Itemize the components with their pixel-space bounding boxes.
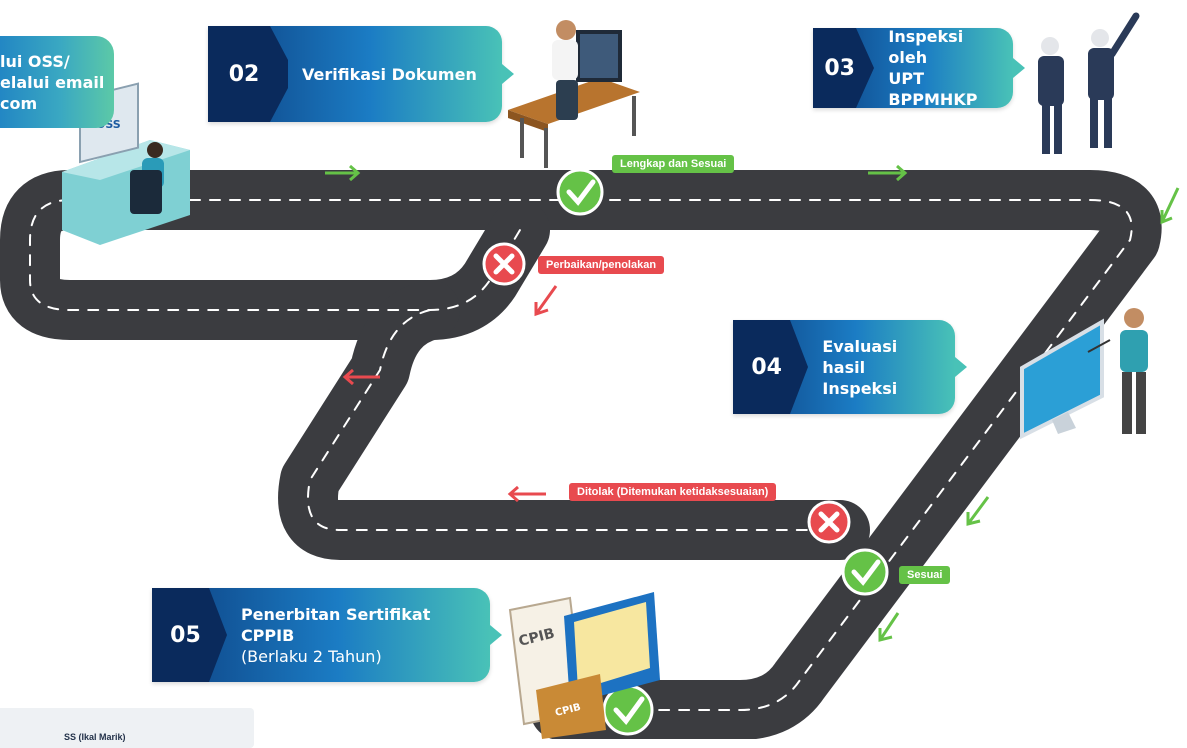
step-04-title: Evaluasi hasil Inspeksi (790, 320, 955, 414)
inspectors-illustration (1038, 12, 1140, 154)
check-circle-icon (841, 548, 889, 596)
road (0, 170, 1162, 739)
step-01-line2: elalui email (0, 72, 105, 92)
step-05-title-line2: (Berlaku 2 Tahun) (240, 646, 382, 666)
step-02-box: 02 Verifikasi Dokumen (208, 26, 514, 122)
step-03-title-line1: Inspeksi oleh (888, 27, 964, 67)
step-01-line3: com (0, 93, 38, 113)
presenter-monitor-illustration (1020, 308, 1148, 440)
worker-at-desk-illustration (508, 20, 640, 168)
step-01-line1: lui OSS/ (0, 51, 70, 71)
step-05-title-line1: Penerbitan Sertifikat CPPIB (240, 604, 431, 645)
x-circle-icon (807, 500, 851, 544)
arrow-icon (507, 485, 546, 503)
x-circle-icon (482, 242, 526, 286)
arrow-icon (966, 496, 990, 526)
step-05-box: 05 Penerbitan Sertifikat CPPIB (Berlaku … (152, 588, 502, 682)
step-04-title-line1: Evaluasi hasil (822, 336, 898, 377)
step-05-number: 05 (152, 588, 227, 682)
step-03-title: Inspeksi oleh UPT BPPMHKP (856, 27, 1013, 109)
step-01-box: lui OSS/ elalui email com (0, 36, 114, 128)
tag-lengkap-dan-sesuai: Lengkap dan Sesuai (612, 155, 735, 173)
corner-panel-text: SS (Ikal Marik) (64, 732, 126, 742)
arrow-icon (342, 368, 380, 386)
step-05-title: Penerbitan Sertifikat CPPIB (Berlaku 2 T… (209, 588, 490, 682)
step-02-title-text: Verifikasi Dokumen (302, 64, 477, 84)
step-04-title-line2: Inspeksi (822, 378, 898, 398)
step-04-box: 04 Evaluasi hasil Inspeksi (733, 320, 967, 414)
tag-perbaikan-penolakan: Perbaikan/penolakan (538, 256, 665, 274)
certificate-illustration: CPIB CPIB (508, 592, 660, 739)
flow-arrows (325, 164, 1180, 642)
step-03-box: 03 Inspeksi oleh UPT BPPMHKP (813, 27, 1025, 109)
arrow-icon (878, 612, 900, 642)
arrow-icon (1160, 187, 1180, 225)
tag-sesuai: Sesuai (899, 566, 951, 584)
step-02-number: 02 (208, 26, 288, 122)
arrow-icon (868, 164, 908, 182)
arrow-icon (534, 285, 558, 317)
step-03-title-line2: UPT BPPMHKP (888, 69, 978, 109)
step-02-title: Verifikasi Dokumen (270, 26, 493, 122)
corner-panel: SS (Ikal Marik) (0, 708, 254, 748)
check-circle-icon (602, 684, 654, 736)
step-04-number: 04 (733, 320, 809, 414)
arrow-icon (325, 164, 361, 182)
step-03-number: 03 (813, 28, 875, 108)
tag-ditolak: Ditolak (Ditemukan ketidaksesuaian) (569, 483, 777, 501)
check-circle-icon (556, 168, 604, 216)
